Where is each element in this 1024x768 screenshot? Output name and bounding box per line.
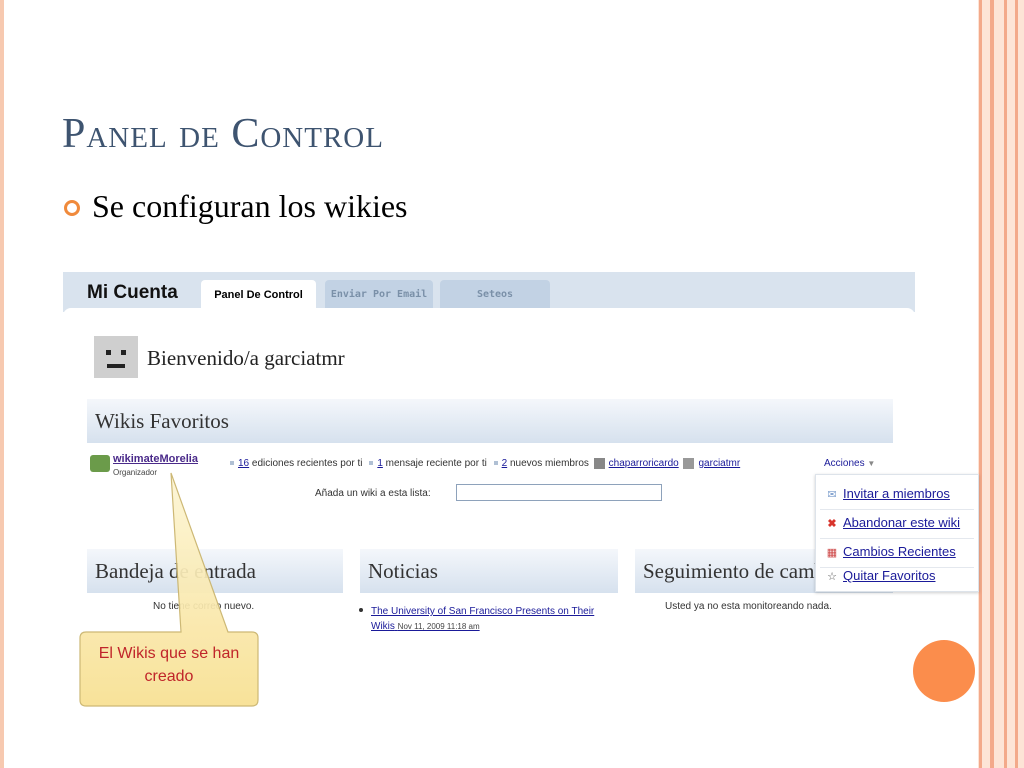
- avatar: [94, 336, 138, 378]
- callout-text: El Wikis que se han creado: [98, 645, 240, 685]
- chevron-down-icon: ▼: [867, 459, 876, 468]
- account-brand: Mi Cuenta: [87, 282, 178, 303]
- tab-panel-de-control[interactable]: Panel De Control: [201, 280, 316, 312]
- tab-seteos[interactable]: Seteos: [440, 280, 550, 310]
- inbox-heading: Bandeja de entrada: [87, 549, 343, 593]
- slide-stripe: [1004, 0, 1007, 768]
- slide-title: Panel de Control: [62, 111, 384, 157]
- square-bullet-icon: [369, 461, 374, 465]
- add-wiki-label: Añada un wiki a esta lista:: [315, 488, 431, 499]
- slide-bullet: Se configuran los wikies: [92, 188, 408, 224]
- menu-item-invitar[interactable]: ✉Invitar a miembros: [816, 479, 978, 508]
- news-link[interactable]: The University of San Francisco Presents…: [371, 606, 595, 632]
- wiki-role: Organizador: [113, 468, 158, 477]
- menu-divider: [820, 538, 974, 539]
- menu-divider: [820, 509, 974, 510]
- decorative-circle: [913, 640, 975, 702]
- news-heading: Noticias: [360, 549, 618, 593]
- square-bullet-icon: [493, 461, 498, 465]
- bullet-icon: [64, 200, 80, 216]
- actions-label: Acciones: [824, 458, 865, 469]
- avatar-eye: [106, 350, 111, 355]
- edits-text: ediciones recientes por ti: [251, 458, 363, 470]
- member-avatar: [593, 458, 605, 469]
- bullet-icon: [359, 608, 363, 612]
- menu-divider: [820, 567, 974, 568]
- envelope-icon: ✉: [827, 489, 837, 501]
- members-count-link[interactable]: 2: [501, 458, 508, 470]
- member-link[interactable]: chaparroricardo: [608, 458, 679, 470]
- slide-stripe: [979, 0, 982, 768]
- square-bullet-icon: [230, 461, 234, 465]
- member-link[interactable]: garciatmr: [698, 458, 741, 470]
- news-item: The University of San Francisco Presents…: [371, 604, 611, 634]
- inbox-empty-text: No tiene correo nuevo.: [153, 601, 255, 612]
- account-screenshot: Mi Cuenta Panel De Control Enviar Por Em…: [63, 272, 915, 652]
- news-date: Nov 11, 2009 11:18 am: [397, 622, 480, 631]
- messages-count-link[interactable]: 1: [377, 458, 383, 470]
- welcome-text: Bienvenido/a garciatmr: [147, 346, 345, 370]
- calendar-icon: ▦: [826, 547, 838, 559]
- messages-text: mensaje reciente por ti: [385, 458, 487, 470]
- menu-item-abandonar[interactable]: ✖Abandonar este wiki: [816, 508, 978, 537]
- slide-left-border: [0, 0, 4, 768]
- slide-stripe: [1015, 0, 1018, 768]
- x-icon: ✖: [827, 518, 837, 530]
- avatar-eye: [121, 350, 126, 355]
- wiki-link[interactable]: wikimateMorelia: [113, 453, 198, 465]
- tracking-empty-text: Usted ya no esta monitoreando nada.: [665, 601, 832, 612]
- menu-item-cambios[interactable]: ▦Cambios Recientes: [816, 537, 978, 566]
- leaf-icon: [90, 455, 110, 472]
- avatar-mouth: [107, 364, 125, 368]
- menu-item-quitar[interactable]: ☆Quitar Favoritos: [816, 561, 978, 590]
- add-wiki-input[interactable]: [456, 484, 662, 501]
- star-icon: ☆: [827, 571, 837, 583]
- wiki-stats: 16 ediciones recientes por ti 1 mensaje …: [230, 458, 740, 469]
- favorites-heading: Wikis Favoritos: [87, 399, 893, 443]
- tab-enviar-por-email[interactable]: Enviar Por Email: [325, 280, 433, 310]
- edits-count-link[interactable]: 16: [238, 458, 250, 470]
- slide-stripe: [990, 0, 994, 768]
- actions-dropdown[interactable]: Acciones ▼: [824, 458, 875, 469]
- member-avatar: [683, 458, 695, 469]
- members-text: nuevos miembros: [509, 458, 589, 470]
- actions-menu: ✉Invitar a miembros ✖Abandonar este wiki…: [815, 474, 979, 592]
